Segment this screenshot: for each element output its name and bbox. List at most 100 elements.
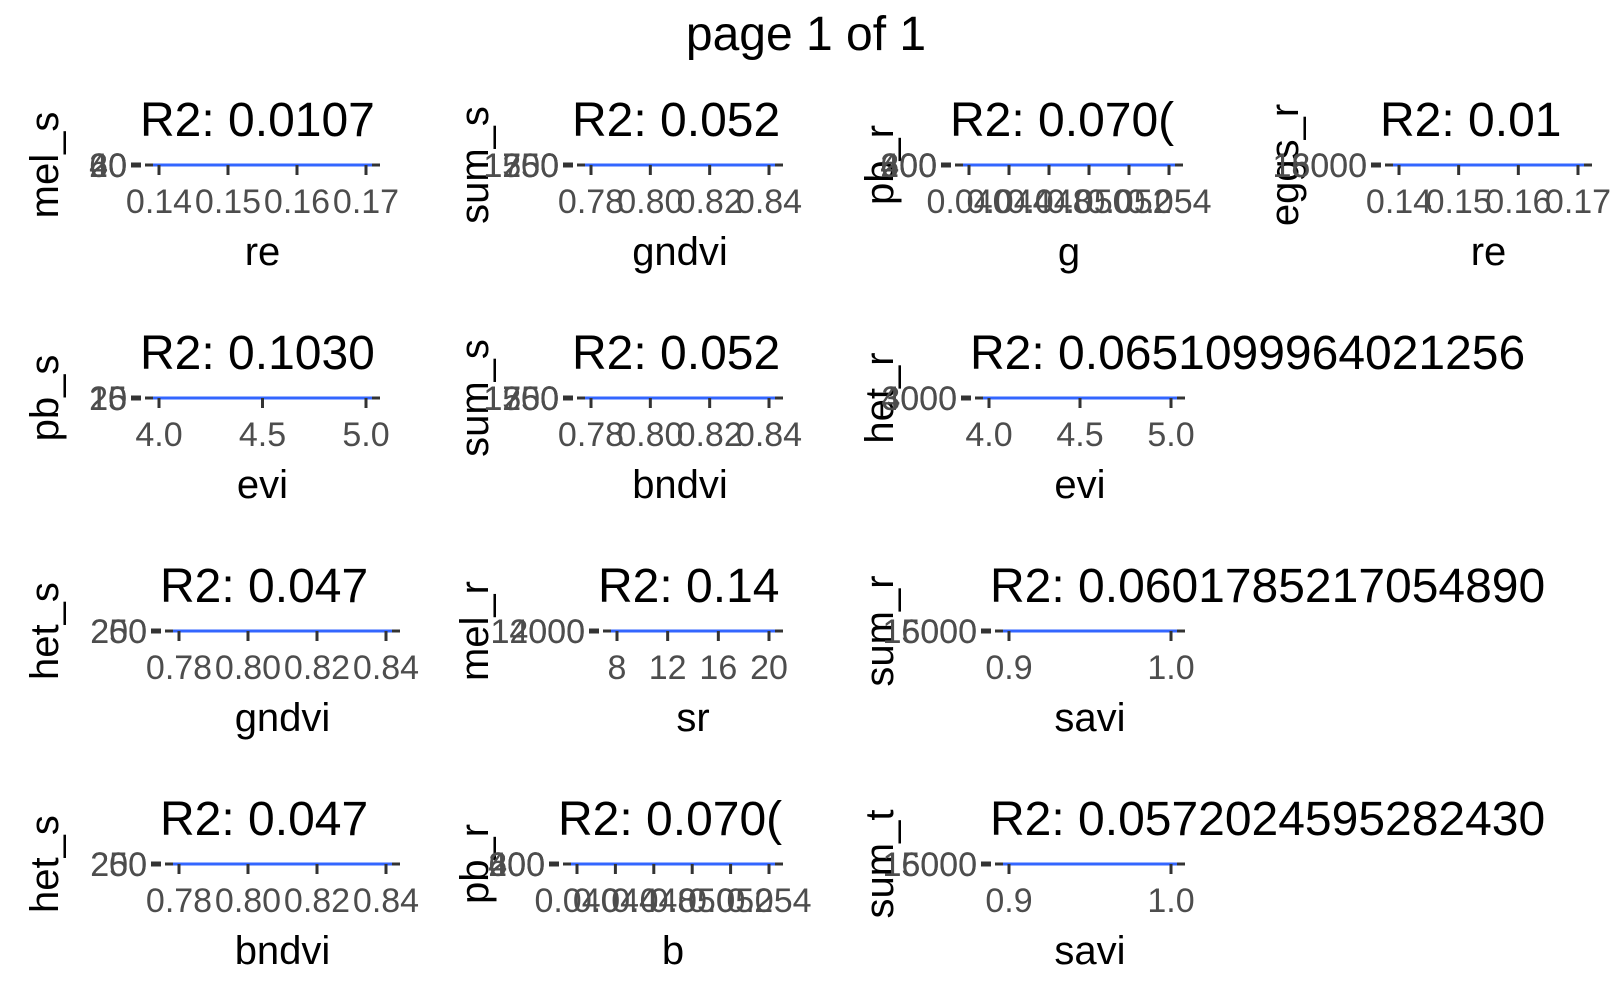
y-tick-label: 16000 — [1272, 147, 1367, 185]
x-axis-label: re — [245, 230, 281, 274]
y-tick-label: 1500 — [483, 147, 559, 185]
x-axis-label: savi — [1054, 696, 1125, 740]
panel-title: R2: 0.0601785217054890 — [990, 560, 1545, 613]
y-tick-label: 400 — [880, 147, 937, 185]
y-tick-label: 40 — [89, 147, 127, 185]
panel-13: R2: 0.0572024595282430sum_t15000160000.9… — [858, 793, 1545, 973]
x-axis-label: g — [1058, 230, 1080, 274]
y-tick-label: 250 — [90, 846, 147, 884]
x-tick-label: 0.054 — [1126, 183, 1211, 221]
x-axis-label: evi — [1054, 463, 1105, 507]
panel-10: R2: 0.0601785217054890sum_r15000160000.9… — [858, 560, 1545, 740]
x-axis-label: evi — [237, 463, 288, 507]
x-tick-label: 0.82 — [677, 416, 743, 454]
x-tick-label: 0.9 — [985, 649, 1032, 687]
x-tick-label: 0.15 — [1426, 183, 1492, 221]
y-tick-label: 10 — [89, 380, 127, 418]
y-tick-label: 3000 — [881, 380, 957, 418]
y-axis-label: mel_r — [453, 581, 497, 681]
x-tick-label: 0.054 — [726, 882, 811, 920]
x-tick-label: 0.84 — [353, 882, 419, 920]
x-tick-label: 0.9 — [985, 882, 1032, 920]
y-axis-label: het_r — [858, 352, 902, 443]
y-axis-label: mel_s — [23, 112, 67, 219]
x-tick-label: 0.040 — [926, 183, 1011, 221]
x-tick-label: 20 — [750, 649, 788, 687]
panel-title: R2: 0.1030 — [140, 327, 375, 380]
x-axis-label: re — [1471, 230, 1507, 274]
y-tick-label: 600 — [880, 147, 937, 185]
y-tick-label: 12000 — [490, 613, 585, 651]
y-axis-label: sum_r — [858, 575, 902, 686]
x-tick-label: 0.78 — [146, 649, 212, 687]
y-tick-label: 18000 — [1272, 147, 1367, 185]
y-tick-label: 200 — [488, 846, 545, 884]
panel-12: R2: 0.070(pb_r2004006000.0400.0440.0480.… — [453, 793, 812, 973]
x-tick-label: 0.17 — [1545, 183, 1611, 221]
x-tick-label: 0.14 — [1366, 183, 1432, 221]
x-axis-label: bndvi — [632, 463, 728, 507]
x-tick-label: 0.78 — [146, 882, 212, 920]
y-tick-label: 200 — [880, 147, 937, 185]
panel-title: R2: 0.0651099964021256 — [970, 327, 1525, 380]
y-tick-label: 15000 — [882, 846, 977, 884]
y-tick-label: 16000 — [882, 846, 977, 884]
panel-2: R2: 0.052sum_s1250150017500.780.800.820.… — [453, 94, 802, 274]
x-tick-label: 0.80 — [617, 183, 683, 221]
x-tick-label: 4.0 — [135, 416, 182, 454]
panel-title: R2: 0.0107 — [140, 94, 375, 147]
x-tick-label: 0.14 — [126, 183, 192, 221]
y-axis-label: sum_s — [453, 339, 497, 457]
x-tick-label: 5.0 — [1147, 416, 1194, 454]
y-axis-label: pb_s — [23, 355, 67, 442]
x-tick-label: 1.0 — [1147, 649, 1194, 687]
x-tick-label: 0.82 — [284, 882, 350, 920]
x-tick-label: 0.80 — [215, 882, 281, 920]
y-tick-label: 20 — [89, 147, 127, 185]
x-tick-label: 4.0 — [965, 416, 1012, 454]
y-tick-label: 20 — [89, 380, 127, 418]
x-tick-label: 16 — [699, 649, 737, 687]
x-tick-label: 0.78 — [558, 183, 624, 221]
y-axis-label: sum_s — [453, 106, 497, 224]
y-tick-label: 4000 — [881, 380, 957, 418]
x-axis-label: gndvi — [632, 230, 728, 274]
x-tick-label: 0.17 — [333, 183, 399, 221]
x-tick-label: 4.5 — [239, 416, 286, 454]
panel-3: R2: 0.070(pb_r2004006000.0400.0440.0480.… — [858, 94, 1212, 274]
panel-6: R2: 0.052sum_s1250150017500.780.800.820.… — [453, 327, 802, 507]
y-tick-label: 1250 — [483, 147, 559, 185]
x-tick-label: 0.16 — [264, 183, 330, 221]
x-tick-label: 0.050 — [1046, 183, 1131, 221]
panel-title: R2: 0.047 — [160, 793, 368, 846]
panel-title: R2: 0.070( — [558, 793, 782, 846]
x-axis-label: sr — [676, 696, 709, 740]
y-tick-label: 200 — [90, 613, 147, 651]
y-tick-label: 60 — [89, 147, 127, 185]
x-tick-label: 4.5 — [1056, 416, 1103, 454]
x-tick-label: 0.048 — [611, 882, 696, 920]
x-tick-label: 0.80 — [215, 649, 281, 687]
x-axis-label: b — [662, 929, 684, 973]
x-tick-label: 1.0 — [1147, 882, 1194, 920]
x-axis-label: bndvi — [235, 929, 331, 973]
x-tick-label: 0.050 — [650, 882, 735, 920]
x-tick-label: 0.84 — [736, 416, 802, 454]
x-tick-label: 0.052 — [688, 882, 773, 920]
y-tick-label: 250 — [90, 613, 147, 651]
x-tick-label: 12 — [649, 649, 687, 687]
y-tick-label: 200 — [90, 846, 147, 884]
x-tick-label: 0.80 — [617, 416, 683, 454]
y-tick-label: 400 — [488, 846, 545, 884]
x-tick-label: 5.0 — [342, 416, 389, 454]
panel-title: R2: 0.052 — [572, 327, 780, 380]
panel-title: R2: 0.070( — [950, 94, 1174, 147]
x-tick-label: 0.040 — [534, 882, 619, 920]
x-tick-label: 8 — [608, 649, 627, 687]
x-tick-label: 0.048 — [1006, 183, 1091, 221]
